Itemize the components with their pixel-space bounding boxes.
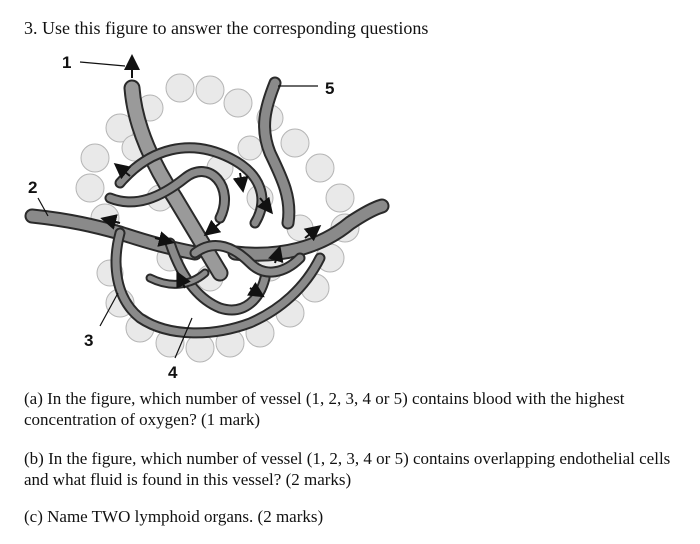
leader-1 bbox=[79, 61, 126, 67]
question-part-b: (b) In the figure, which number of vesse… bbox=[24, 449, 671, 489]
capillary-bed-diagram: 1 2 3 4 5 bbox=[24, 53, 390, 382]
flow-arrows bbox=[100, 54, 322, 298]
label-5: 5 bbox=[325, 79, 334, 98]
question-part-a: (a) In the figure, which number of vesse… bbox=[24, 389, 625, 429]
leader-4 bbox=[174, 317, 193, 359]
question-title: 3. Use this figure to answer the corresp… bbox=[24, 18, 429, 38]
label-4: 4 bbox=[168, 363, 178, 382]
label-3: 3 bbox=[84, 331, 93, 350]
label-1: 1 bbox=[62, 53, 71, 72]
question-part-c: (c) Name TWO lymphoid organs. (2 marks) bbox=[24, 507, 324, 526]
leader-2 bbox=[37, 197, 49, 217]
label-2: 2 bbox=[28, 178, 37, 197]
capillary-bed-figure: 1 2 3 4 5 bbox=[20, 48, 400, 388]
leader-3 bbox=[99, 292, 119, 327]
